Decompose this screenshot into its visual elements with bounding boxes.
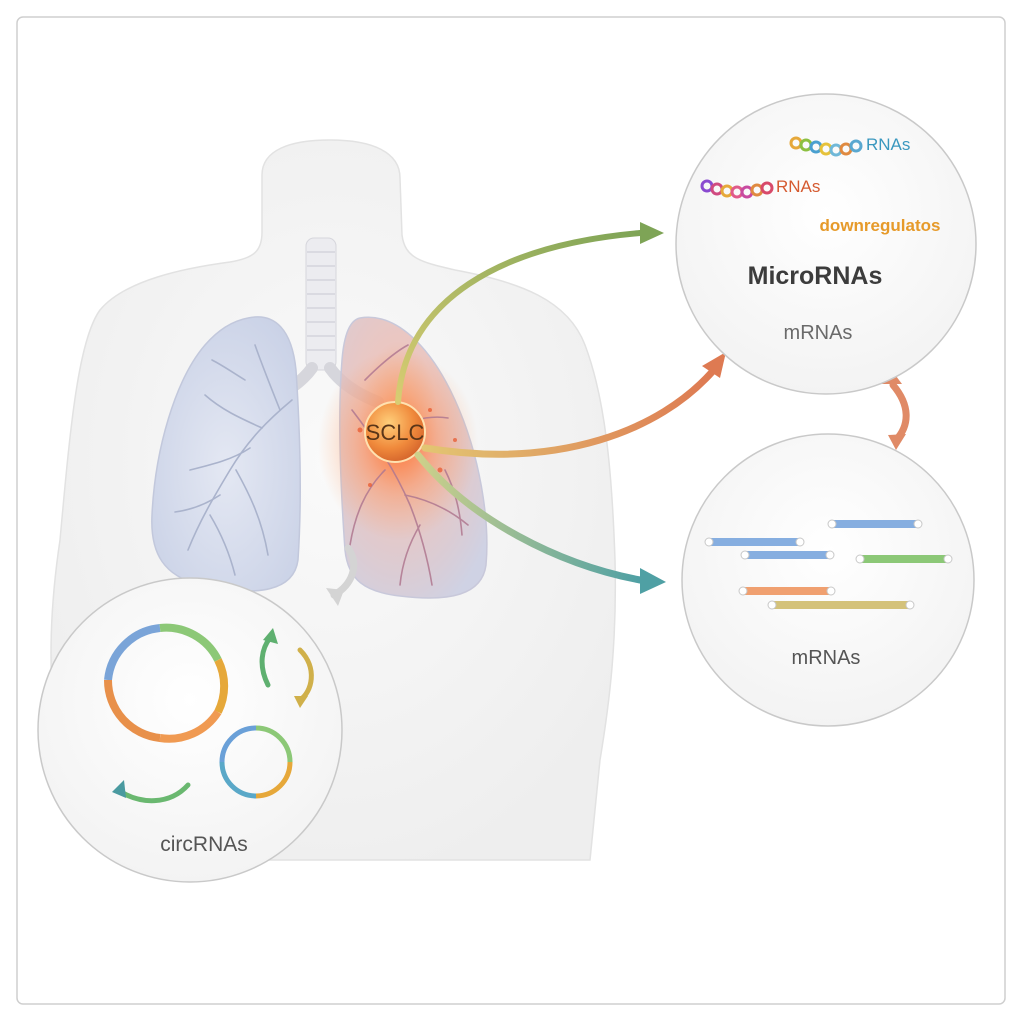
- grey-curl-arrow: [326, 544, 358, 606]
- circrna-arrowheads: [112, 628, 308, 798]
- tumor-label: SCLC: [366, 420, 425, 445]
- mrna-label: mRNAs: [792, 647, 861, 669]
- microrna-subtitle: mRNAs: [784, 322, 853, 344]
- outer-frame: [16, 16, 1006, 1005]
- mrna-strands: [704, 519, 953, 610]
- circrna-label: circRNAs: [160, 833, 248, 856]
- microrna-title: MicroRNAs: [748, 262, 883, 290]
- microrna-strand-2: RNAs: [700, 177, 820, 199]
- arrow-to-microrna: [395, 222, 664, 405]
- circrna-large-ring: [103, 623, 229, 743]
- arrow-to-mrna: [414, 451, 666, 594]
- mrna-panel: mRNAs: [681, 433, 975, 727]
- arrow-to-microrna-lower: [421, 352, 726, 458]
- downregulation-note: downregulatos: [820, 216, 941, 235]
- microrna-strand-1-label: RNAs: [866, 135, 910, 154]
- microrna-strand-2-label: RNAs: [776, 177, 820, 196]
- circrna-panel: circRNAs: [37, 577, 343, 883]
- circrna-small-ring: [219, 725, 293, 799]
- left-lung: [151, 316, 301, 592]
- microrna-panel: RNAs RNAs downregulatos MicroRNAs mRNAs: [675, 93, 977, 395]
- microrna-strand-1: RNAs: [789, 135, 910, 157]
